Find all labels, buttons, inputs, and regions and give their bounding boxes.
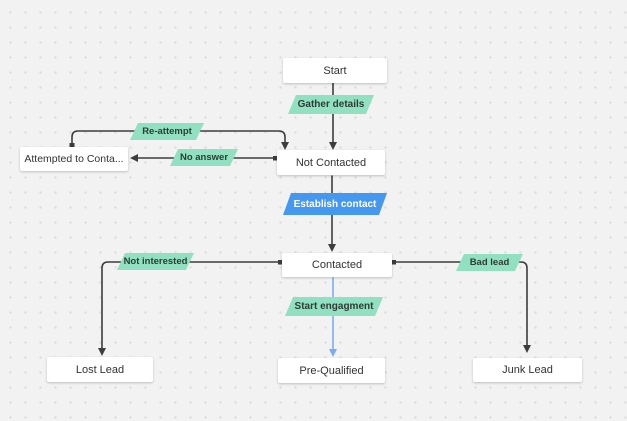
edge-label-not-interested[interactable]: Not interested <box>117 253 194 270</box>
node-attempted-to-contact-label: Attempted to Conta... <box>24 153 124 165</box>
edge-label-re-attempt-text: Re-attempt <box>142 126 192 137</box>
node-not-contacted-label: Not Contacted <box>295 156 367 169</box>
edge-label-no-answer[interactable]: No answer <box>170 149 238 166</box>
node-junk-lead[interactable]: Junk Lead <box>473 358 582 382</box>
edge-label-no-answer-text: No answer <box>179 152 229 163</box>
node-contacted[interactable]: Contacted <box>282 253 392 277</box>
node-junk-lead-label: Junk Lead <box>502 364 553 376</box>
node-attempted-to-contact[interactable]: Attempted to Conta... <box>20 147 128 171</box>
edge-label-bad-lead-text: Bad lead <box>469 257 510 268</box>
endpoint-contacted-right <box>392 260 396 265</box>
endpoint-contacted-left <box>278 260 282 265</box>
arrowhead-into-not-contacted-left <box>281 142 289 150</box>
node-start[interactable]: Start <box>283 58 387 83</box>
endpoint-attempted-top <box>69 143 75 147</box>
node-not-contacted[interactable]: Not Contacted <box>277 150 385 175</box>
node-lost-lead-label: Lost Lead <box>75 363 125 376</box>
arrowhead-into-attempted <box>130 154 138 162</box>
arrowhead-into-pre-qualified <box>329 349 337 357</box>
edge-label-re-attempt[interactable]: Re-attempt <box>130 123 204 140</box>
edge-label-start-engagment[interactable]: Start engagment <box>285 297 383 316</box>
edge-label-bad-lead[interactable]: Bad lead <box>456 254 523 271</box>
arrowhead-into-junk-lead <box>523 345 531 353</box>
arrowhead-into-lost-lead <box>98 348 106 356</box>
edge-label-not-interested-text: Not interested <box>123 256 188 267</box>
edge-label-establish-contact-text: Establish contact <box>293 198 377 210</box>
endpoint-not-contacted-left <box>273 156 277 161</box>
arrowhead-into-contacted <box>328 244 336 252</box>
node-contacted-label: Contacted <box>311 259 363 271</box>
connector-not-interested[interactable] <box>101 261 281 350</box>
edge-label-gather-details[interactable]: Gather details <box>288 95 374 114</box>
arrowhead-into-not-contacted-right <box>329 142 337 150</box>
node-start-label: Start <box>323 64 347 77</box>
node-pre-qualified-label: Pre-Qualified <box>299 364 364 377</box>
edge-label-establish-contact[interactable]: Establish contact <box>283 193 387 215</box>
edge-label-gather-details-text: Gather details <box>297 99 365 110</box>
node-lost-lead[interactable]: Lost Lead <box>47 357 153 382</box>
edge-label-start-engagment-text: Start engagment <box>294 301 374 312</box>
connector-bad-lead[interactable] <box>393 261 528 347</box>
node-pre-qualified[interactable]: Pre-Qualified <box>278 358 385 383</box>
